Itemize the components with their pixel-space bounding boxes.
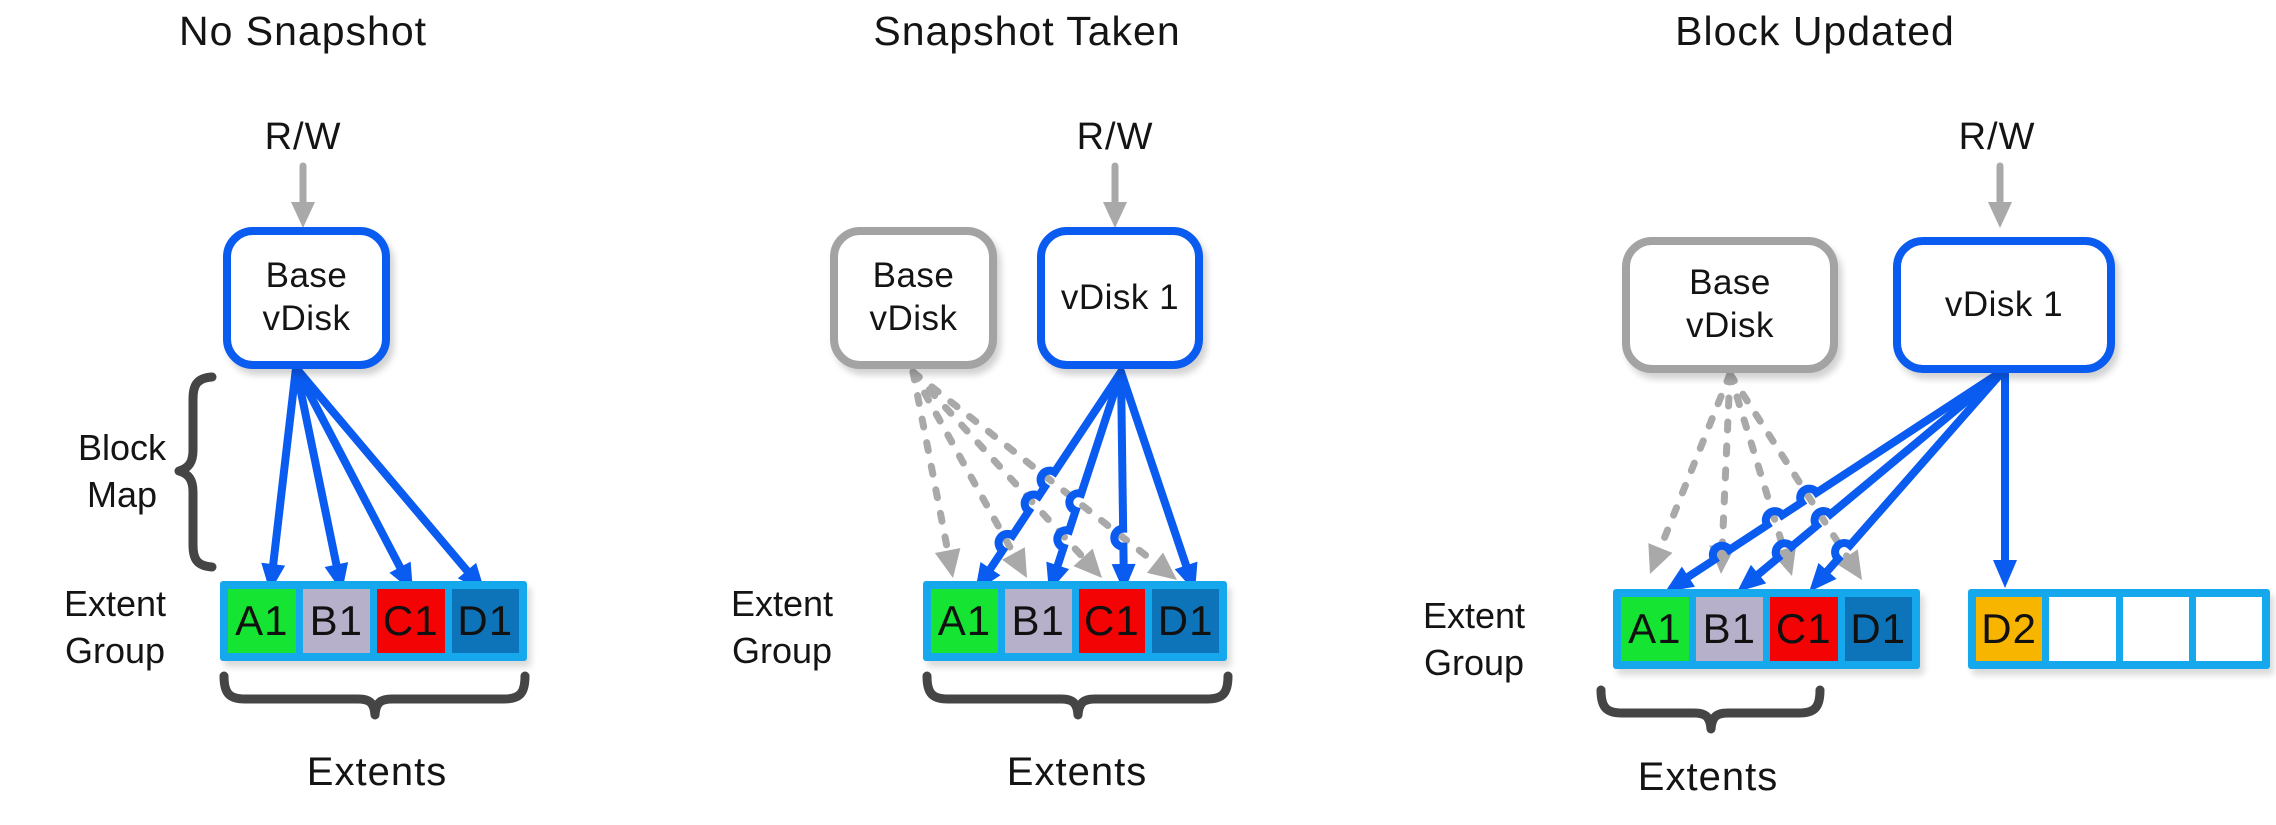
base-vdisk-box: Base vDisk [1622,237,1838,373]
panel-title-block-updated: Block Updated [1675,8,1955,54]
empty-extent-block [2049,597,2116,661]
extent-block-b1: B1 [1695,597,1763,661]
rw-label: R/W [264,116,342,158]
vdisk1-box: vDisk 1 [1037,227,1203,369]
base-vdisk-label: Base vDisk [869,256,958,338]
extent-block-b1: B1 [1004,589,1072,653]
base-vdisk-box: Base vDisk [223,227,390,369]
base-vdisk-label: Base vDisk [1685,263,1775,345]
extent-block-d1: D1 [1844,597,1912,661]
extent-block-a1: A1 [931,589,998,653]
extent-group-label: Extent Group [63,583,167,671]
extents-label: Extents [1006,750,1148,794]
vdisk1-box: vDisk 1 [1893,237,2115,373]
extent-group-container: A1 B1 C1 D1 [923,581,1227,661]
extent-group-container: A1 B1 C1 D1 [220,581,527,661]
extent-block-d1: D1 [451,589,519,653]
extent-block-c1: C1 [377,589,445,653]
extent-block-c1: C1 [1770,597,1838,661]
extent-block-d2: D2 [1976,597,2043,661]
panel-title-snapshot-taken: Snapshot Taken [873,8,1181,54]
base-vdisk-label: Base vDisk [262,256,351,338]
block-map-label: Block Map [77,427,167,515]
empty-extent-block [2195,597,2262,661]
vdisk1-label: vDisk 1 [1944,284,2064,324]
extent-group-label: Extent Group [730,583,834,671]
new-extent-group-container: D2 [1968,589,2270,669]
panel-title-no-snapshot: No Snapshot [178,8,428,54]
rw-arrows [291,162,2012,228]
extent-block-a1: A1 [1621,597,1689,661]
vdisk1-label: vDisk 1 [1060,277,1180,317]
extent-block-d1: D1 [1152,589,1219,653]
extents-label: Extents [1637,755,1779,799]
rw-label: R/W [1958,116,2036,158]
extent-block-a1: A1 [228,589,296,653]
extent-group-label: Extent Group [1422,595,1526,683]
extent-block-c1: C1 [1078,589,1146,653]
base-vdisk-box: Base vDisk [830,227,997,369]
rw-label: R/W [1076,116,1154,158]
block-map-arrows [261,364,2017,592]
extents-label: Extents [306,750,448,794]
brace-shapes [174,372,1825,734]
empty-extent-block [2122,597,2189,661]
extent-group-container: A1 B1 C1 D1 [1613,589,1920,669]
extent-block-b1: B1 [302,589,370,653]
